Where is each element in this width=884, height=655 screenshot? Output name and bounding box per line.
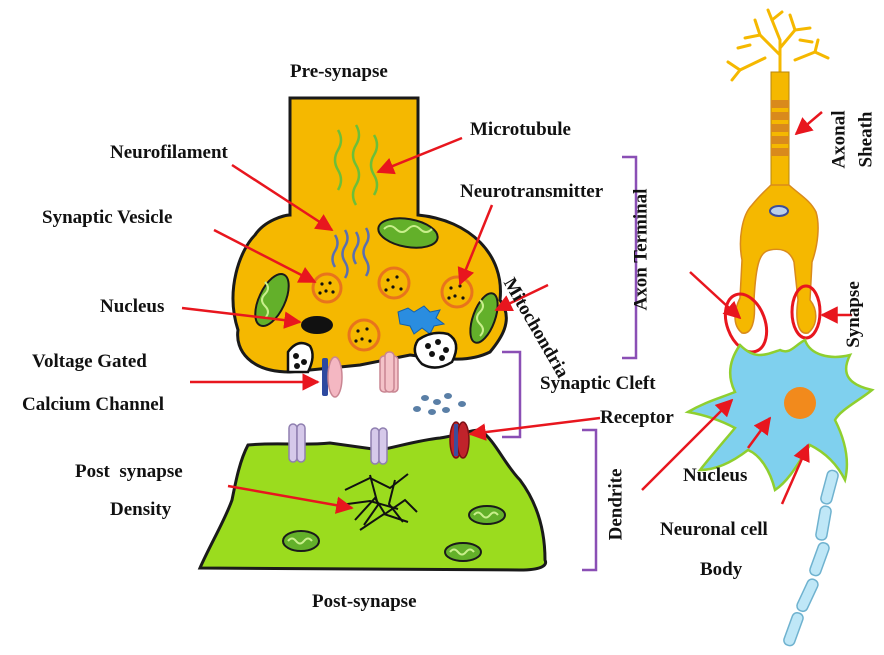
label-pre-synapse: Pre-synapse bbox=[290, 62, 388, 81]
synaptic-cleft-bracket bbox=[502, 352, 520, 437]
vgcc-channel bbox=[322, 357, 342, 397]
dendritic-tree bbox=[728, 10, 828, 80]
mitochondrion bbox=[469, 506, 505, 524]
myelinated-axon bbox=[782, 469, 839, 647]
presynapse-nucleus bbox=[301, 316, 333, 334]
label-vgcc-line1: Voltage Gated bbox=[32, 352, 147, 371]
label-nucleus-right: Nucleus bbox=[683, 466, 747, 485]
mitochondrion bbox=[283, 531, 319, 551]
dendrite-bracket bbox=[582, 430, 596, 570]
label-vgcc-line2: Calcium Channel bbox=[22, 395, 164, 414]
label-axon-terminal: Axon Terminal bbox=[631, 189, 650, 311]
label-cell-body-line2: Body bbox=[700, 560, 742, 579]
label-cell-body-line1: Neuronal cell bbox=[660, 520, 768, 539]
label-synaptic-vesicle: Synaptic Vesicle bbox=[42, 208, 172, 227]
label-dendrite: Dendrite bbox=[606, 469, 625, 541]
exocytosis-pocket bbox=[288, 343, 313, 372]
label-synaptic-cleft: Synaptic Cleft bbox=[540, 374, 656, 393]
label-synapse: Synapse bbox=[844, 281, 863, 348]
exocytosis-pocket bbox=[415, 333, 456, 368]
label-post-density-line2: Density bbox=[110, 500, 171, 519]
synaptic-vesicle bbox=[349, 320, 379, 350]
label-axonal-line1: Axonal bbox=[830, 110, 849, 168]
cell-body-nucleus bbox=[784, 387, 816, 419]
synaptic-vesicle bbox=[313, 274, 341, 302]
label-neurotransmitter: Neurotransmitter bbox=[460, 182, 603, 201]
label-nucleus-left: Nucleus bbox=[100, 297, 164, 316]
label-neurofilament: Neurofilament bbox=[110, 143, 228, 162]
synaptic-vesicle bbox=[379, 268, 409, 298]
presynaptic-channel bbox=[380, 352, 398, 392]
label-post-synapse: Post-synapse bbox=[312, 592, 417, 611]
label-post-density-line1: Post synapse bbox=[75, 462, 183, 481]
label-receptor: Receptor bbox=[600, 408, 674, 427]
label-axonal-line2: Sheath bbox=[856, 112, 875, 168]
synaptic-vesicle bbox=[442, 277, 472, 307]
axon-terminal-node bbox=[770, 206, 788, 216]
postsynaptic-receptor bbox=[450, 422, 469, 458]
label-microtubule: Microtubule bbox=[470, 120, 571, 139]
mitochondrion bbox=[445, 543, 481, 561]
axonal-sheath bbox=[771, 72, 789, 192]
